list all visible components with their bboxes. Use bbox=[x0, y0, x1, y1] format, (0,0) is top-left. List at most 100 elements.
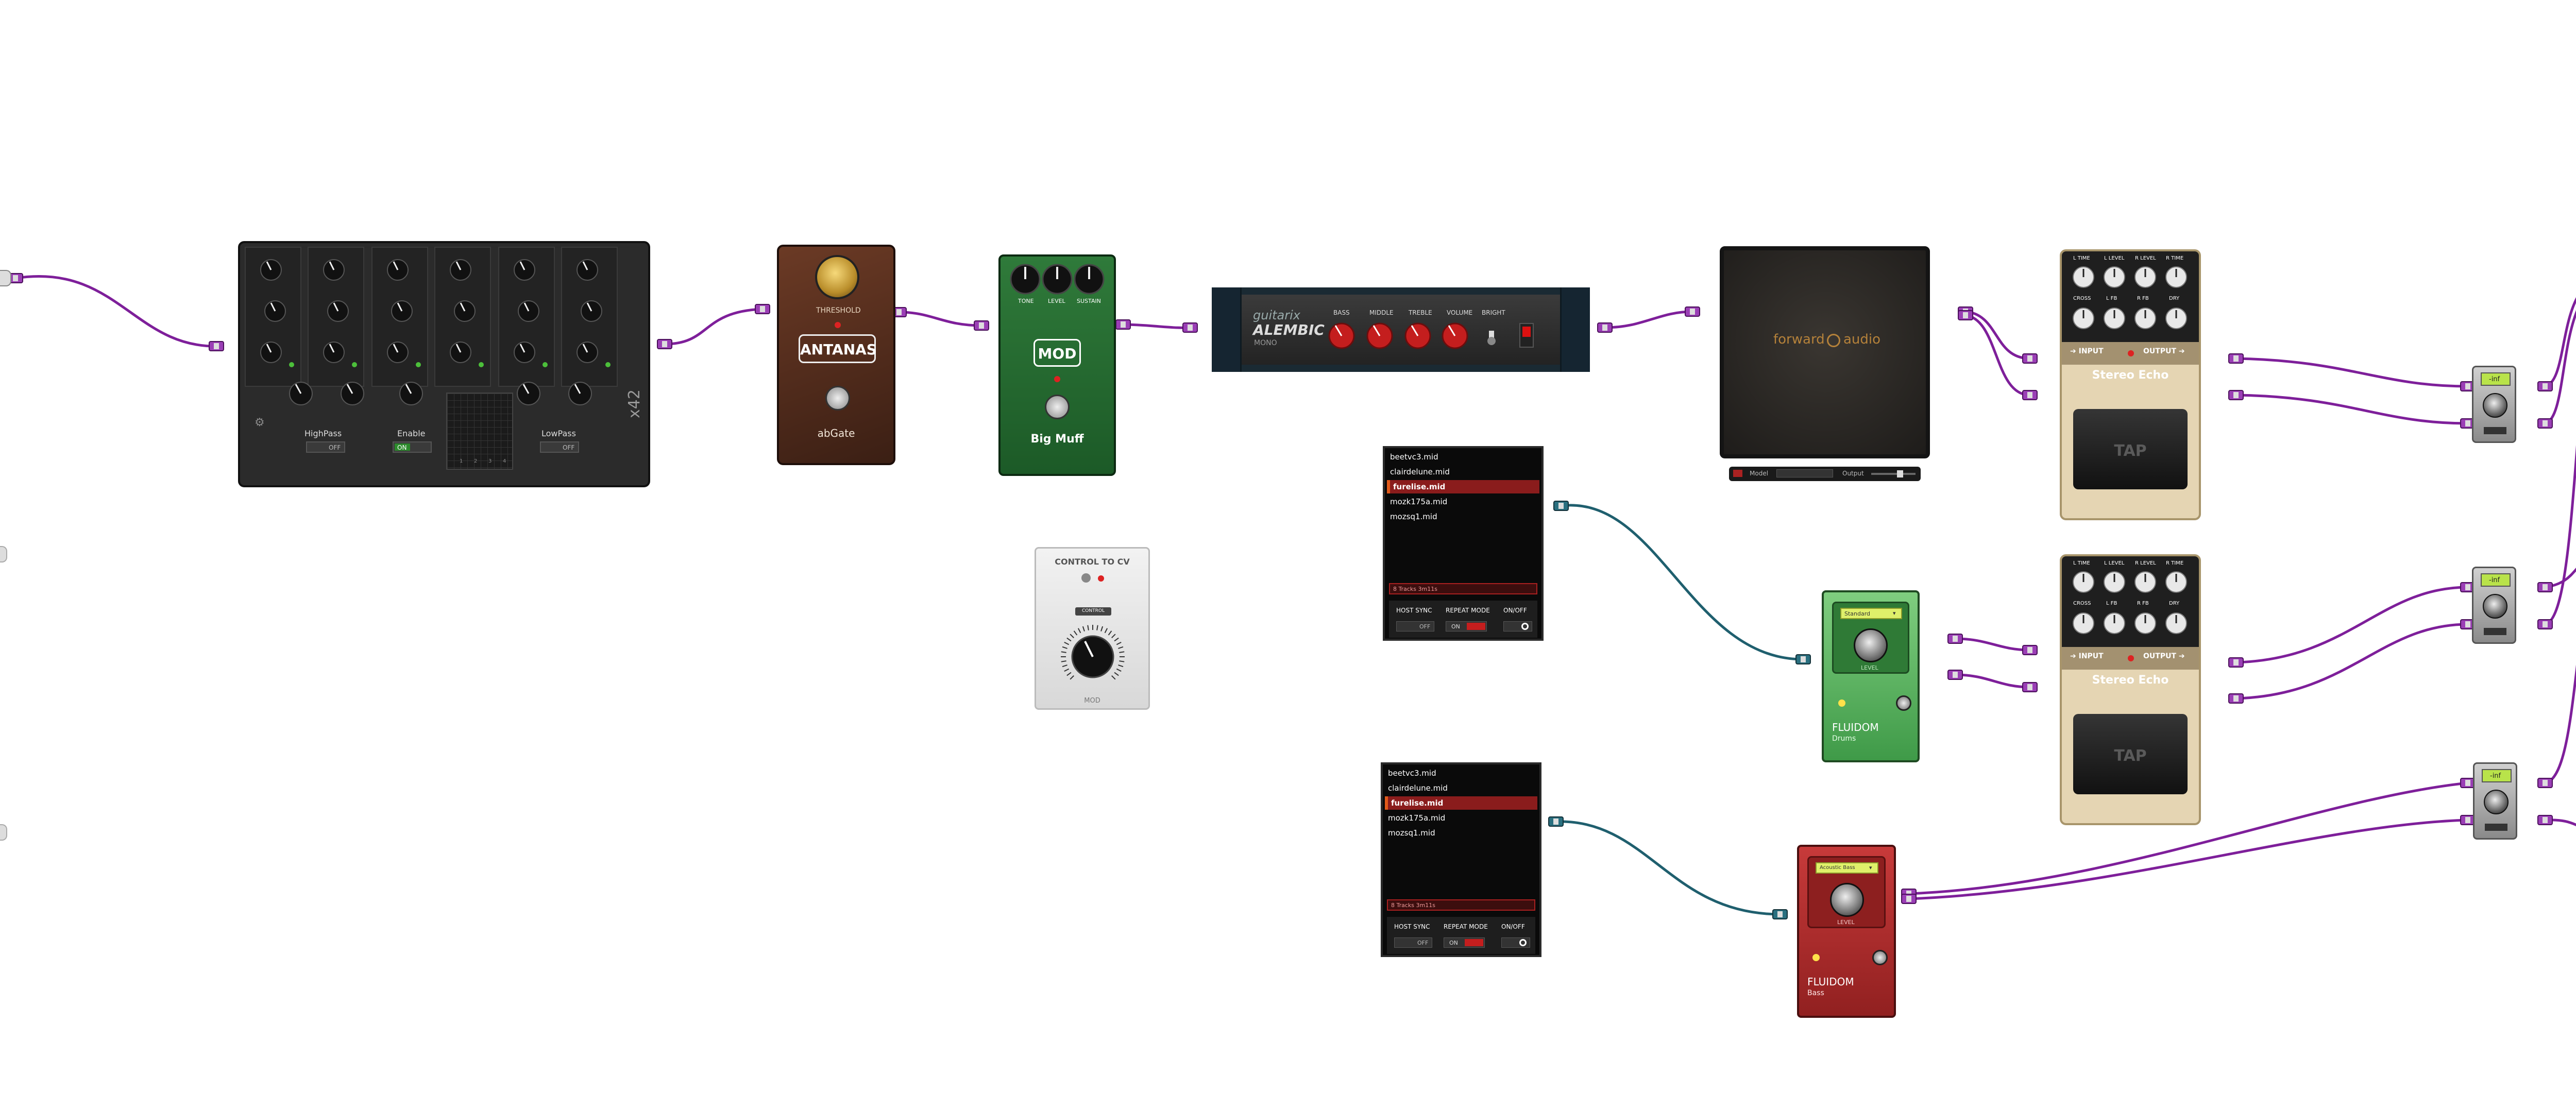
on-off-toggle[interactable] bbox=[1501, 937, 1530, 948]
cable-jack[interactable] bbox=[2022, 682, 2038, 692]
stereo-echo-pedal-1[interactable]: L TIME L LEVEL R LEVEL R TIME CROSS L FB… bbox=[2060, 249, 2201, 520]
tap-footswitch[interactable]: TAP bbox=[2073, 409, 2188, 489]
cv-switch[interactable] bbox=[1081, 573, 1091, 583]
cable-jack[interactable] bbox=[2537, 778, 2553, 788]
echo-knob[interactable] bbox=[2104, 266, 2125, 288]
gain-bypass-switch[interactable] bbox=[2484, 628, 2506, 635]
bigmuff-pedal[interactable]: TONE LEVEL SUSTAIN MOD Big Muff bbox=[998, 254, 1116, 476]
eq-knob[interactable] bbox=[514, 342, 548, 367]
eq-knob[interactable] bbox=[387, 259, 409, 281]
midi-jack[interactable] bbox=[1795, 654, 1811, 664]
echo-knob[interactable] bbox=[2104, 612, 2125, 634]
eq-filter-knob[interactable] bbox=[517, 382, 540, 405]
fluidsynth-bass-pedal[interactable]: Acoustic Bass ▾ LEVEL FLUIDOM Bass bbox=[1797, 845, 1896, 1018]
eq-knob[interactable] bbox=[450, 259, 471, 281]
cable-jack[interactable] bbox=[2228, 657, 2244, 668]
host-sync-toggle[interactable]: OFF bbox=[1396, 621, 1434, 632]
echo-knob[interactable] bbox=[2134, 612, 2156, 634]
gain-knob[interactable] bbox=[2483, 594, 2507, 619]
threshold-knob[interactable] bbox=[815, 255, 859, 299]
eq-filter-knob[interactable] bbox=[399, 382, 423, 405]
host-sync-toggle[interactable]: OFF bbox=[1394, 937, 1432, 948]
gain-unit-1[interactable]: -inf bbox=[2472, 366, 2516, 443]
echo-knob[interactable] bbox=[2104, 571, 2125, 593]
eq-knob[interactable] bbox=[514, 259, 535, 281]
echo-knob[interactable] bbox=[2073, 266, 2094, 288]
level-knob[interactable] bbox=[1830, 883, 1864, 917]
cable-jack[interactable] bbox=[2537, 381, 2553, 391]
eq-knob[interactable] bbox=[260, 259, 282, 281]
midi-file-item[interactable]: clairdelune.mid bbox=[1388, 783, 1448, 793]
echo-knob[interactable] bbox=[2134, 266, 2156, 288]
fluid-footswitch[interactable] bbox=[1896, 695, 1911, 711]
eq-knob[interactable] bbox=[327, 300, 349, 322]
highpass-toggle[interactable]: OFF bbox=[306, 441, 345, 453]
cable-jack[interactable] bbox=[2022, 390, 2038, 400]
midi-file-item[interactable]: mozk175a.mid bbox=[1390, 497, 1448, 506]
cable-jack[interactable] bbox=[1597, 322, 1613, 333]
eq-knob[interactable] bbox=[450, 342, 484, 367]
cable-jack[interactable] bbox=[2537, 582, 2553, 592]
system-input-port-1[interactable] bbox=[0, 270, 11, 286]
eq-filter-knob[interactable] bbox=[568, 382, 592, 405]
eq-knob[interactable] bbox=[260, 342, 294, 367]
cable-jack[interactable] bbox=[2537, 418, 2553, 429]
gain-knob[interactable] bbox=[2483, 393, 2507, 418]
echo-knob[interactable] bbox=[2165, 308, 2187, 329]
eq-knob[interactable] bbox=[454, 300, 476, 322]
midi-file-item[interactable]: mozsq1.mid bbox=[1388, 828, 1435, 838]
eq-knob[interactable] bbox=[387, 342, 421, 367]
system-input-port-2[interactable] bbox=[0, 546, 7, 562]
cable-jack[interactable] bbox=[657, 339, 672, 349]
repeat-mode-toggle[interactable]: ON bbox=[1446, 621, 1487, 632]
echo-knobs[interactable] bbox=[2062, 556, 2199, 647]
bigmuff-knobs[interactable] bbox=[1001, 257, 1114, 318]
echo-knob[interactable] bbox=[2165, 266, 2187, 288]
cable-jack[interactable] bbox=[1182, 322, 1198, 333]
echo-knob[interactable] bbox=[2073, 612, 2094, 634]
alembic-knobs[interactable] bbox=[1315, 318, 1562, 360]
echo-knobs[interactable] bbox=[2062, 251, 2199, 342]
output-slider[interactable] bbox=[1871, 470, 1916, 477]
preset-dropdown[interactable]: Acoustic Bass ▾ bbox=[1816, 862, 1878, 874]
eq-settings-icon[interactable]: ⚙ bbox=[255, 416, 265, 429]
cable-jack[interactable] bbox=[1958, 310, 1973, 320]
lowpass-toggle[interactable]: OFF bbox=[540, 441, 579, 453]
cable-jack[interactable] bbox=[2022, 645, 2038, 655]
cable-jack[interactable] bbox=[2460, 582, 2476, 592]
fluidsynth-drums-pedal[interactable]: Standard ▾ LEVEL FLUIDOM Drums bbox=[1822, 590, 1920, 762]
stereo-echo-pedal-2[interactable]: L TIME L LEVEL R LEVEL R TIME CROSS L FB… bbox=[2060, 554, 2201, 825]
eq-knob[interactable] bbox=[264, 300, 286, 322]
gain-knob[interactable] bbox=[2484, 790, 2509, 814]
eq-filter-knob[interactable] bbox=[289, 382, 313, 405]
cable-jack[interactable] bbox=[209, 341, 224, 351]
preset-dropdown[interactable]: Standard ▾ bbox=[1840, 608, 1902, 619]
cable-jack[interactable] bbox=[2537, 815, 2553, 825]
echo-knob[interactable] bbox=[2134, 571, 2156, 593]
tap-footswitch[interactable]: TAP bbox=[2073, 714, 2188, 794]
cable-jack[interactable] bbox=[1901, 894, 1917, 904]
eq-knob[interactable] bbox=[323, 342, 357, 367]
midi-jack[interactable] bbox=[1553, 501, 1569, 511]
cable-jack[interactable] bbox=[1947, 670, 1963, 680]
gain-unit-3[interactable]: -inf bbox=[2473, 762, 2517, 840]
cable-jack[interactable] bbox=[2228, 693, 2244, 704]
cable-jack[interactable] bbox=[1115, 319, 1131, 330]
bigmuff-footswitch[interactable] bbox=[1045, 395, 1070, 419]
enable-toggle[interactable]: ON bbox=[393, 441, 432, 453]
cabinet-power-icon[interactable] bbox=[1733, 470, 1742, 477]
echo-knob[interactable] bbox=[2134, 308, 2156, 329]
gain-bypass-switch[interactable] bbox=[2485, 824, 2507, 831]
eq-filter-knob[interactable] bbox=[341, 382, 364, 405]
cable-jack[interactable] bbox=[974, 320, 989, 331]
midi-file-item[interactable]: beetvc3.mid bbox=[1388, 769, 1436, 778]
eq-knob[interactable] bbox=[518, 300, 539, 322]
alembic-amp[interactable]: guitarix ALEMBIC MONO BASS MIDDLE TREBLE… bbox=[1212, 287, 1590, 372]
eq-knob[interactable] bbox=[391, 300, 413, 322]
cable-jack[interactable] bbox=[2537, 619, 2553, 629]
